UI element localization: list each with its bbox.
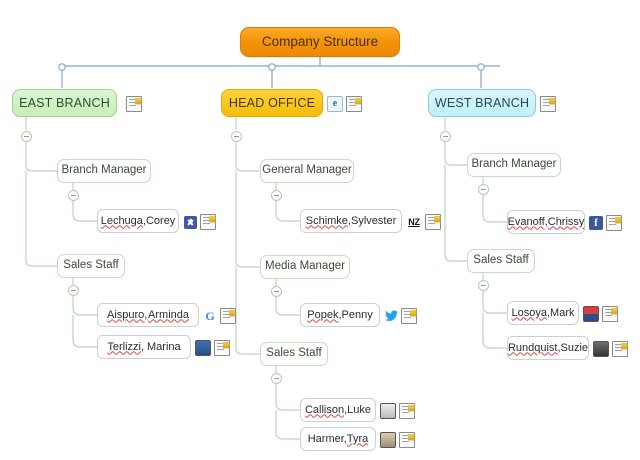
role-label: General Manager: [262, 164, 352, 177]
nz-flag-icon[interactable]: NZ: [408, 216, 420, 227]
person-first-name: Marina: [147, 340, 181, 353]
link-icon[interactable]: e: [327, 96, 343, 112]
photo-icon[interactable]: [380, 432, 396, 448]
person-first-name: Luke: [347, 403, 372, 416]
role-label: Sales Staff: [63, 259, 119, 272]
photo-icon[interactable]: [583, 306, 599, 322]
person-last-name: Losoya,: [511, 306, 551, 319]
person-first-name: Tyra: [346, 432, 369, 445]
root-node[interactable]: Company Structure: [240, 27, 400, 57]
note-icon[interactable]: [602, 306, 618, 322]
person-last-name: Popek,: [307, 308, 342, 321]
role-node-east-branch-manager[interactable]: Branch Manager: [57, 159, 151, 183]
person-first-name: Sylvester: [351, 214, 397, 227]
person-icons-popek: [384, 308, 417, 324]
note-icon[interactable]: [399, 432, 415, 448]
person-last-name: Terlizzi,: [107, 340, 145, 353]
person-first-name: Penny: [341, 308, 373, 321]
branch-label-head: HEAD OFFICE: [228, 95, 316, 110]
branch-icons-west: [540, 96, 556, 112]
person-last-name: Aispuro,: [107, 308, 148, 321]
note-icon[interactable]: [612, 341, 628, 357]
person-icons-aispuro: G: [203, 308, 236, 324]
person-node-terlizzi[interactable]: Terlizzi, Marina: [97, 335, 191, 359]
note-icon[interactable]: [346, 96, 362, 112]
collapse-toggle-east-bm[interactable]: [68, 190, 79, 201]
collapse-toggle-west-sales[interactable]: [478, 280, 489, 291]
role-node-head-sales-staff[interactable]: Sales Staff: [260, 342, 328, 366]
person-node-lechuga[interactable]: Lechuga, Corey: [97, 209, 179, 233]
person-icons-harmer: [380, 432, 415, 448]
role-node-west-sales-staff[interactable]: Sales Staff: [467, 249, 535, 273]
collapse-toggle-east-sales[interactable]: [68, 285, 79, 296]
note-icon[interactable]: [540, 96, 556, 112]
person-last-name: Evanoff,: [507, 215, 548, 228]
role-node-east-sales-staff[interactable]: Sales Staff: [57, 254, 125, 278]
person-node-callison[interactable]: Callison, Luke: [300, 398, 376, 422]
role-node-head-media-manager[interactable]: Media Manager: [260, 255, 350, 279]
role-label: Sales Staff: [266, 347, 322, 360]
person-first-name: Mark: [550, 306, 575, 319]
google-icon[interactable]: G: [205, 309, 215, 323]
person-node-popek[interactable]: Popek, Penny: [300, 303, 380, 327]
person-icons-callison: [380, 403, 415, 419]
person-icons-terlizzi: [195, 340, 230, 356]
photo-icon[interactable]: [195, 340, 211, 356]
person-node-losoya[interactable]: Losoya, Mark: [507, 301, 579, 325]
person-last-name: Lechuga,: [100, 214, 146, 227]
branch-label-east: EAST BRANCH: [19, 95, 110, 110]
person-last-name: Rundquist,: [507, 341, 561, 354]
note-icon[interactable]: [399, 403, 415, 419]
person-first-name: Chrissy: [547, 215, 585, 228]
person-first-name: Arminda: [148, 308, 189, 321]
note-icon[interactable]: [606, 215, 622, 231]
collapse-toggle-head-gm[interactable]: [271, 190, 282, 201]
puzzle-icon[interactable]: [183, 215, 197, 229]
note-icon[interactable]: [126, 96, 142, 112]
facebook-icon[interactable]: f: [589, 216, 603, 230]
collapse-toggle-head-media[interactable]: [271, 286, 282, 297]
person-icons-lechuga: [183, 214, 216, 230]
role-node-head-general-manager[interactable]: General Manager: [260, 159, 354, 183]
branch-node-west[interactable]: WEST BRANCH: [428, 89, 536, 117]
person-last-name: Harmer,: [307, 432, 347, 445]
role-label: Branch Manager: [61, 164, 147, 177]
person-first-name: Suzie: [560, 341, 589, 354]
person-icons-rundquist: [593, 341, 628, 357]
collapse-toggle-west-bm[interactable]: [478, 184, 489, 195]
note-icon[interactable]: [401, 308, 417, 324]
role-label: Sales Staff: [473, 254, 529, 267]
person-node-schimke[interactable]: Schimke, Sylvester: [300, 209, 402, 233]
note-icon[interactable]: [200, 214, 216, 230]
person-icons-evanoff: f: [589, 215, 622, 231]
role-label: Media Manager: [265, 260, 345, 273]
person-node-harmer[interactable]: Harmer, Tyra: [300, 427, 376, 451]
person-last-name: Callison,: [304, 403, 348, 416]
note-icon[interactable]: [220, 308, 236, 324]
collapse-toggle-head-sales[interactable]: [271, 373, 282, 384]
person-last-name: Schimke,: [305, 214, 351, 227]
note-icon[interactable]: [425, 214, 441, 230]
photo-icon[interactable]: [380, 403, 396, 419]
branch-node-east[interactable]: EAST BRANCH: [12, 89, 117, 117]
role-label: Branch Manager: [471, 158, 557, 171]
branch-label-west: WEST BRANCH: [434, 95, 530, 110]
note-icon[interactable]: [214, 340, 230, 356]
person-node-evanoff[interactable]: Evanoff, Chrissy: [507, 210, 585, 234]
collapse-toggle-east[interactable]: [21, 131, 32, 142]
role-node-west-branch-manager[interactable]: Branch Manager: [467, 153, 561, 177]
twitter-icon[interactable]: [384, 309, 398, 323]
person-first-name: Corey: [145, 214, 176, 227]
collapse-toggle-head[interactable]: [231, 131, 242, 142]
branch-icons-head: e: [327, 96, 362, 112]
collapse-toggle-west[interactable]: [440, 131, 451, 142]
photo-icon[interactable]: [593, 341, 609, 357]
branch-icons-east: [126, 96, 142, 112]
person-icons-losoya: [583, 306, 618, 322]
branch-node-head[interactable]: HEAD OFFICE: [221, 89, 323, 117]
person-node-rundquist[interactable]: Rundquist, Suzie: [507, 336, 589, 360]
person-icons-schimke: NZ: [406, 214, 441, 230]
root-label: Company Structure: [261, 34, 379, 50]
person-node-aispuro[interactable]: Aispuro, Arminda: [97, 303, 199, 327]
